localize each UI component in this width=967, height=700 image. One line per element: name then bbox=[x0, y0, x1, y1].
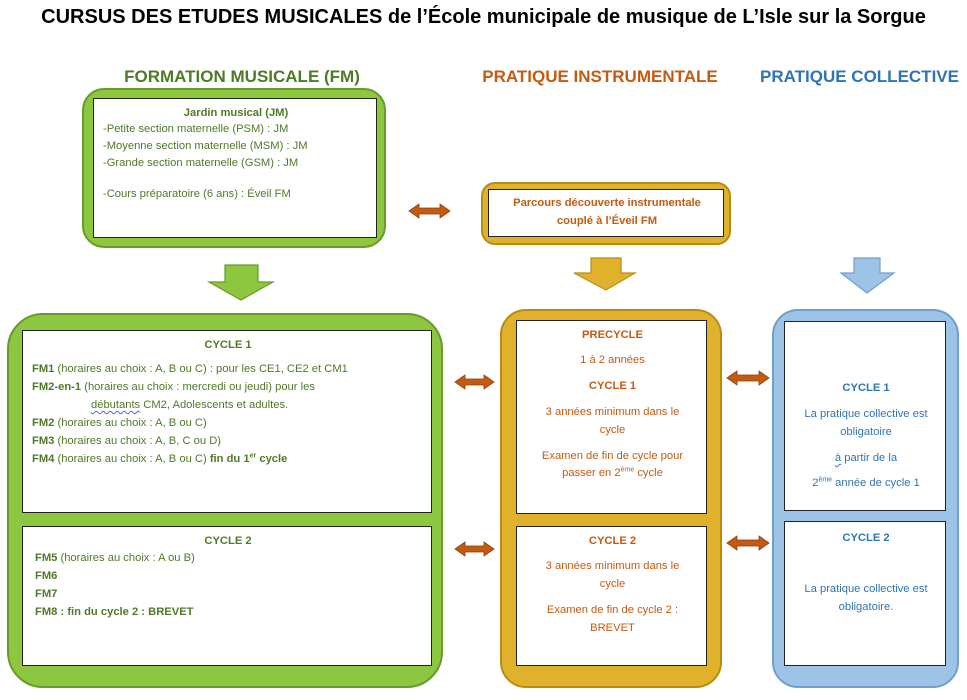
fm3-code: FM3 bbox=[32, 435, 55, 447]
fm3-line: FM3 (horaires au choix : A, B, C ou D) bbox=[32, 433, 221, 451]
fm5-line: FM5 (horaires au choix : A ou B) bbox=[35, 550, 195, 568]
pi-cycle-2-title: CYCLE 2 bbox=[588, 535, 637, 547]
jardin-musical-title: Jardin musical (JM) bbox=[183, 107, 289, 119]
fm2-code: FM2 bbox=[32, 417, 55, 429]
jardin-musical-box: Jardin musical (JM) -Petite section mate… bbox=[93, 98, 377, 238]
down-arrow-fm bbox=[206, 264, 276, 301]
pi-cycle-1-line-4-post: cycle bbox=[634, 467, 663, 479]
pi-cycle-1-line-3: Examen de fin de cycle pour bbox=[541, 450, 684, 462]
pc-cycle-1-title: CYCLE 1 bbox=[842, 382, 890, 394]
pc-cycle-2-title: CYCLE 2 bbox=[842, 532, 890, 544]
pc-cycle-1-line-4-sup: ème bbox=[818, 476, 833, 484]
pi-cycle-2-box: CYCLE 2 3 années minimum dans le cycle E… bbox=[516, 526, 707, 666]
fm4-end-sup: er bbox=[249, 452, 257, 460]
pc-cycle-1-line-1: La pratique collective est bbox=[804, 408, 928, 420]
fm-cycle-2-title: CYCLE 2 bbox=[204, 535, 252, 547]
pi-cycle-1-line-4: passer en 2ème cycle bbox=[517, 465, 708, 483]
pi-cycle-1-title: CYCLE 1 bbox=[588, 380, 637, 392]
pi-cycle-2-line-4: BREVET bbox=[590, 622, 635, 634]
fm-cycle-2-box: CYCLE 2 FM5 (horaires au choix : A ou B)… bbox=[22, 526, 432, 666]
pc-cycle-1-line-4-pre: 2 bbox=[812, 477, 819, 489]
pc-cycle-1-line-2: obligatoire bbox=[840, 426, 892, 438]
fm-cycle-1-title: CYCLE 1 bbox=[204, 339, 252, 351]
fm8-line: FM8 : fin du cycle 2 : BREVET bbox=[35, 604, 194, 622]
pc-cycle-1-line-3-b: partir de la bbox=[841, 452, 898, 464]
fm4-end-pre: fin du 1 bbox=[206, 453, 250, 465]
fm4-line: FM4 (horaires au choix : A, B ou C) fin … bbox=[32, 451, 287, 469]
fm4-text: (horaires au choix : A, B ou C) bbox=[54, 453, 207, 465]
parcours-line-2: couplé à l’Éveil FM bbox=[556, 215, 658, 227]
pi-precycle-title: PRECYCLE bbox=[582, 329, 643, 341]
fm2en1-code: FM2-en-1 bbox=[32, 381, 82, 393]
pi-precycle-years: 1 à 2 années bbox=[580, 354, 645, 366]
pi-cycle-1-line-4-sup: ème bbox=[620, 466, 635, 474]
pi-cycle-2-line-2: cycle bbox=[599, 578, 626, 590]
fm4-end: fin du 1er cycle bbox=[206, 452, 288, 465]
down-arrow-pi bbox=[573, 257, 638, 291]
fm2en1-line: FM2-en-1 (horaires au choix : mercredi o… bbox=[32, 379, 315, 397]
fm2en1-text-2: CM2, Adolescents et adultes. bbox=[140, 399, 289, 411]
parcours-line-1: Parcours découverte instrumentale bbox=[513, 197, 701, 209]
jardin-line-msm: -Moyenne section maternelle (MSM) : JM bbox=[103, 140, 308, 152]
column-header-pratique-collective: PRATIQUE COLLECTIVE bbox=[760, 67, 959, 86]
fm-cycle-1-box: CYCLE 1 FM1 (horaires au choix : A, B ou… bbox=[22, 330, 432, 513]
fm1-code: FM1 bbox=[32, 363, 55, 375]
fm4-end-post: cycle bbox=[256, 453, 288, 465]
fm2en1-debutants: débutants bbox=[91, 399, 141, 411]
pc-cycle-1-box: CYCLE 1 La pratique collective est oblig… bbox=[784, 321, 946, 511]
pi-cycle-1-box: PRECYCLE 1 à 2 années CYCLE 1 3 années m… bbox=[516, 320, 707, 514]
pc-cycle-1-line-3-a: à bbox=[834, 452, 842, 464]
column-header-pratique-instrumentale: PRATIQUE INSTRUMENTALE bbox=[482, 67, 718, 86]
pi-cycle-1-line-1: 3 années minimum dans le bbox=[545, 406, 680, 418]
double-arrow-pi1-pc1 bbox=[726, 370, 770, 386]
fm2-line: FM2 (horaires au choix : A, B ou C) bbox=[32, 415, 207, 433]
jardin-line-gsm: -Grande section maternelle (GSM) : JM bbox=[103, 157, 299, 169]
pc-cycle-1-line-3: à partir de la bbox=[785, 450, 947, 468]
jardin-line-cp: -Cours préparatoire (6 ans) : Éveil FM bbox=[103, 188, 291, 200]
fm5-code: FM5 bbox=[35, 552, 58, 564]
fm5-text: (horaires au choix : A ou B) bbox=[57, 552, 195, 564]
pc-cycle-2-line-2: obligatoire. bbox=[838, 601, 894, 613]
column-header-formation-musicale: FORMATION MUSICALE (FM) bbox=[124, 67, 360, 86]
jardin-line-psm: -Petite section maternelle (PSM) : JM bbox=[103, 123, 289, 135]
double-arrow-pi2-pc2 bbox=[726, 535, 770, 551]
pc-cycle-2-box: CYCLE 2 La pratique collective est oblig… bbox=[784, 521, 946, 666]
page-title: CURSUS DES ETUDES MUSICALES de l’École m… bbox=[41, 6, 926, 28]
fm1-line: FM1 (horaires au choix : A, B ou C) : po… bbox=[32, 361, 348, 379]
pc-cycle-1-line-4: 2ème année de cycle 1 bbox=[785, 475, 947, 493]
fm8-text: : fin du cycle 2 : BREVET bbox=[57, 606, 194, 618]
pi-cycle-2-line-3: Examen de fin de cycle 2 : bbox=[546, 604, 679, 616]
parcours-box: Parcours découverte instrumentale couplé… bbox=[488, 189, 724, 237]
double-arrow-jardin-parcours bbox=[408, 203, 451, 219]
fm7-line: FM7 bbox=[35, 588, 58, 600]
pc-cycle-1-line-4-post: année de cycle 1 bbox=[832, 477, 920, 489]
fm2-text: (horaires au choix : A, B ou C) bbox=[54, 417, 207, 429]
fm1-text: (horaires au choix : A, B ou C) : pour l… bbox=[54, 363, 348, 375]
pi-cycle-2-line-1: 3 années minimum dans le bbox=[545, 560, 680, 572]
fm8-code: FM8 bbox=[35, 606, 58, 618]
fm2en1-line-2: débutants CM2, Adolescents et adultes. bbox=[91, 397, 288, 415]
double-arrow-fm2-pi2 bbox=[454, 541, 495, 557]
fm3-text: (horaires au choix : A, B, C ou D) bbox=[54, 435, 222, 447]
fm2en1-text: (horaires au choix : mercredi ou jeudi) … bbox=[81, 381, 315, 393]
pi-cycle-1-line-2: cycle bbox=[599, 424, 626, 436]
fm4-code: FM4 bbox=[32, 453, 55, 465]
fm6-line: FM6 bbox=[35, 570, 58, 582]
down-arrow-pc bbox=[839, 257, 896, 294]
pi-cycle-1-line-4-pre: passer en 2 bbox=[562, 467, 621, 479]
pc-cycle-2-line-1: La pratique collective est bbox=[804, 583, 928, 595]
double-arrow-fm1-pi1 bbox=[454, 374, 495, 390]
